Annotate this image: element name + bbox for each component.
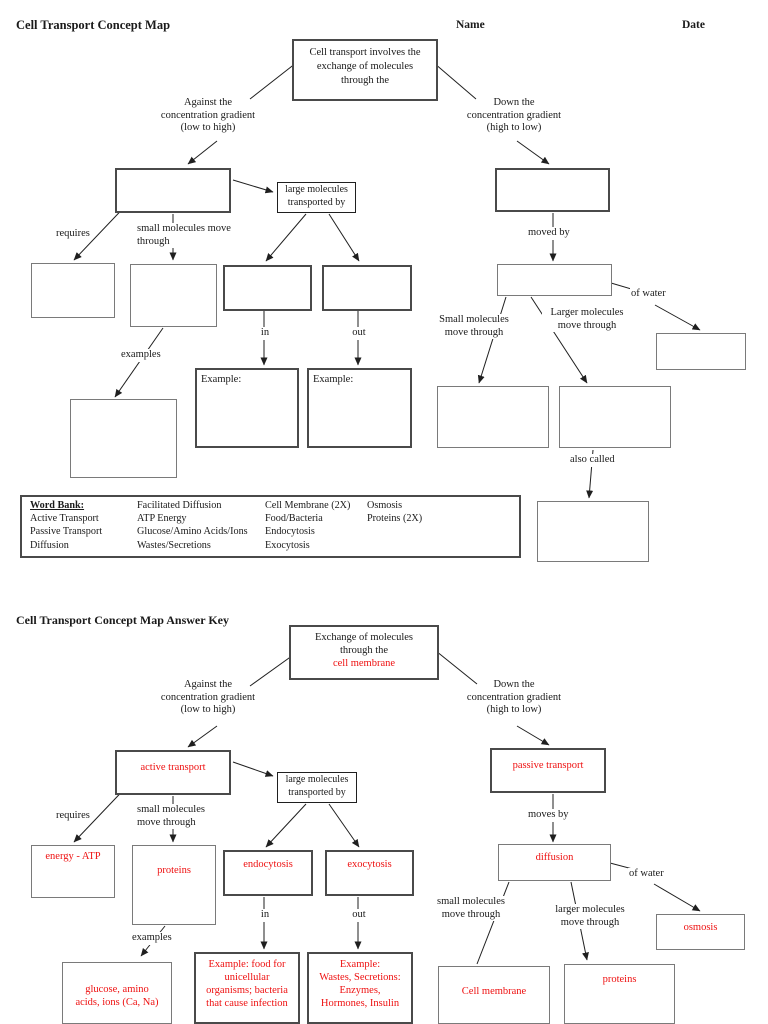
small-molecules-right-edge-label: Small molecules move through: [431, 314, 517, 339]
word-bank-column-3: Cell Membrane (2X) Food/Bacteria Endocyt…: [265, 499, 350, 552]
key-out-edge-label: out: [346, 909, 372, 922]
blank-examples-answer-box: [70, 399, 177, 478]
date-label: Date: [682, 19, 705, 31]
key-requires-edge-label: requires: [55, 810, 91, 823]
word-bank-column-4: Osmosis Proteins (2X): [367, 499, 422, 525]
blank-proteins-box: [130, 264, 217, 327]
key-diffusion-box: diffusion: [498, 844, 611, 881]
in-edge-label: in: [255, 327, 275, 340]
word-bank-item: Diffusion: [30, 539, 69, 551]
key-small-molecules-edge-label: small molecules move through: [136, 804, 218, 829]
blank-energy-box: [31, 263, 115, 318]
key-examples-answer-box: glucose, amino acids, ions (Ca, Na): [62, 962, 172, 1024]
blank-root-box: Cell transport involves the exchange of …: [292, 39, 438, 101]
blank-example-out-box: Example:: [307, 368, 412, 448]
blank-also-called-box: [537, 501, 649, 562]
key-larger-molecules-right-edge-label: larger molecules move through: [544, 904, 636, 929]
key-energy-box: energy - ATP: [31, 845, 115, 898]
requires-edge-label: requires: [55, 228, 91, 241]
key-cell-membrane-box: Cell membrane: [438, 966, 550, 1024]
branch-against-label: Against the concentration gradient (low …: [160, 97, 256, 133]
key-osmosis-box: osmosis: [656, 914, 745, 950]
blank-proteins-right-box: [559, 386, 671, 448]
word-bank-item: Exocytosis: [265, 539, 310, 551]
blank-endocytosis-box: [223, 265, 312, 311]
name-label: Name: [456, 19, 485, 31]
key-examples-edge-label: examples: [131, 932, 173, 945]
word-bank-item: Cell Membrane (2X): [265, 500, 351, 511]
word-bank-box: Word Bank: Active Transport Passive Tran…: [20, 495, 521, 558]
word-bank-item: ATP Energy: [137, 513, 187, 525]
page-title: Cell Transport Concept Map: [16, 18, 171, 32]
word-bank-header: Word Bank:: [30, 500, 85, 511]
blank-osmosis-box: [656, 333, 746, 370]
small-molecules-edge-label: small molecules move through: [136, 223, 244, 248]
key-large-molecules-label-box: large molecules transported by: [277, 772, 357, 803]
examples-edge-label: examples: [120, 349, 162, 362]
key-in-edge-label: in: [255, 909, 275, 922]
key-passive-transport-box: passive transport: [490, 748, 606, 793]
key-moves-by-edge-label: moves by: [527, 809, 570, 822]
key-of-water-edge-label: of water: [628, 868, 665, 881]
blank-large-molecules-label-box: large molecules transported by: [277, 182, 356, 213]
blank-active-transport-box: [115, 168, 231, 213]
word-bank-item: Passive Transport: [30, 526, 103, 538]
out-edge-label: out: [346, 327, 372, 340]
word-bank-item: Facilitated Diffusion: [137, 500, 222, 511]
key-branch-against-label: Against the concentration gradient (low …: [160, 679, 256, 715]
key-root-box: Exchange of molecules through the cell m…: [289, 625, 439, 680]
blank-exocytosis-box: [322, 265, 412, 311]
word-bank-item: Osmosis: [367, 500, 403, 511]
word-bank-item: Wastes/Secretions: [137, 539, 211, 551]
key-example-in-box: Example: food for unicellular organisms;…: [194, 952, 300, 1024]
key-endocytosis-box: endocytosis: [223, 850, 313, 896]
key-proteins-right-box: proteins: [564, 964, 675, 1024]
word-bank-item: Glucose/Amino Acids/Ions: [137, 526, 248, 538]
key-example-out-box: Example: Wastes, Secretions: Enzymes, Ho…: [307, 952, 413, 1024]
blank-cell-membrane-box: [437, 386, 549, 448]
word-bank-item: Food/Bacteria: [265, 513, 323, 525]
key-proteins-box: proteins: [132, 845, 216, 925]
key-branch-down-label: Down the concentration gradient (high to…: [466, 679, 562, 715]
blank-passive-transport-box: [495, 168, 610, 212]
of-water-edge-label: of water: [630, 288, 667, 301]
word-bank-item: Active Transport: [30, 513, 99, 525]
key-root-answer: cell membrane: [332, 658, 396, 669]
key-small-molecules-right-edge-label: small molecules move through: [428, 896, 514, 921]
word-bank-column-2: Facilitated Diffusion ATP Energy Glucose…: [137, 499, 248, 552]
blank-example-in-box: Example:: [195, 368, 299, 448]
answer-key-title: Cell Transport Concept Map Answer Key: [16, 613, 229, 627]
word-bank-item: Endocytosis: [265, 526, 315, 538]
larger-molecules-right-edge-label: Larger molecules move through: [542, 307, 632, 332]
moved-by-edge-label: moved by: [527, 227, 571, 240]
blank-diffusion-box: [497, 264, 612, 296]
word-bank-column-1: Word Bank: Active Transport Passive Tran…: [30, 499, 102, 552]
word-bank-item: Proteins (2X): [367, 513, 423, 525]
key-exocytosis-box: exocytosis: [325, 850, 414, 896]
branch-down-label: Down the concentration gradient (high to…: [466, 97, 562, 133]
key-root-text: Exchange of molecules through the: [315, 632, 413, 656]
key-active-transport-box: active transport: [115, 750, 231, 795]
also-called-edge-label: also called: [569, 454, 616, 467]
